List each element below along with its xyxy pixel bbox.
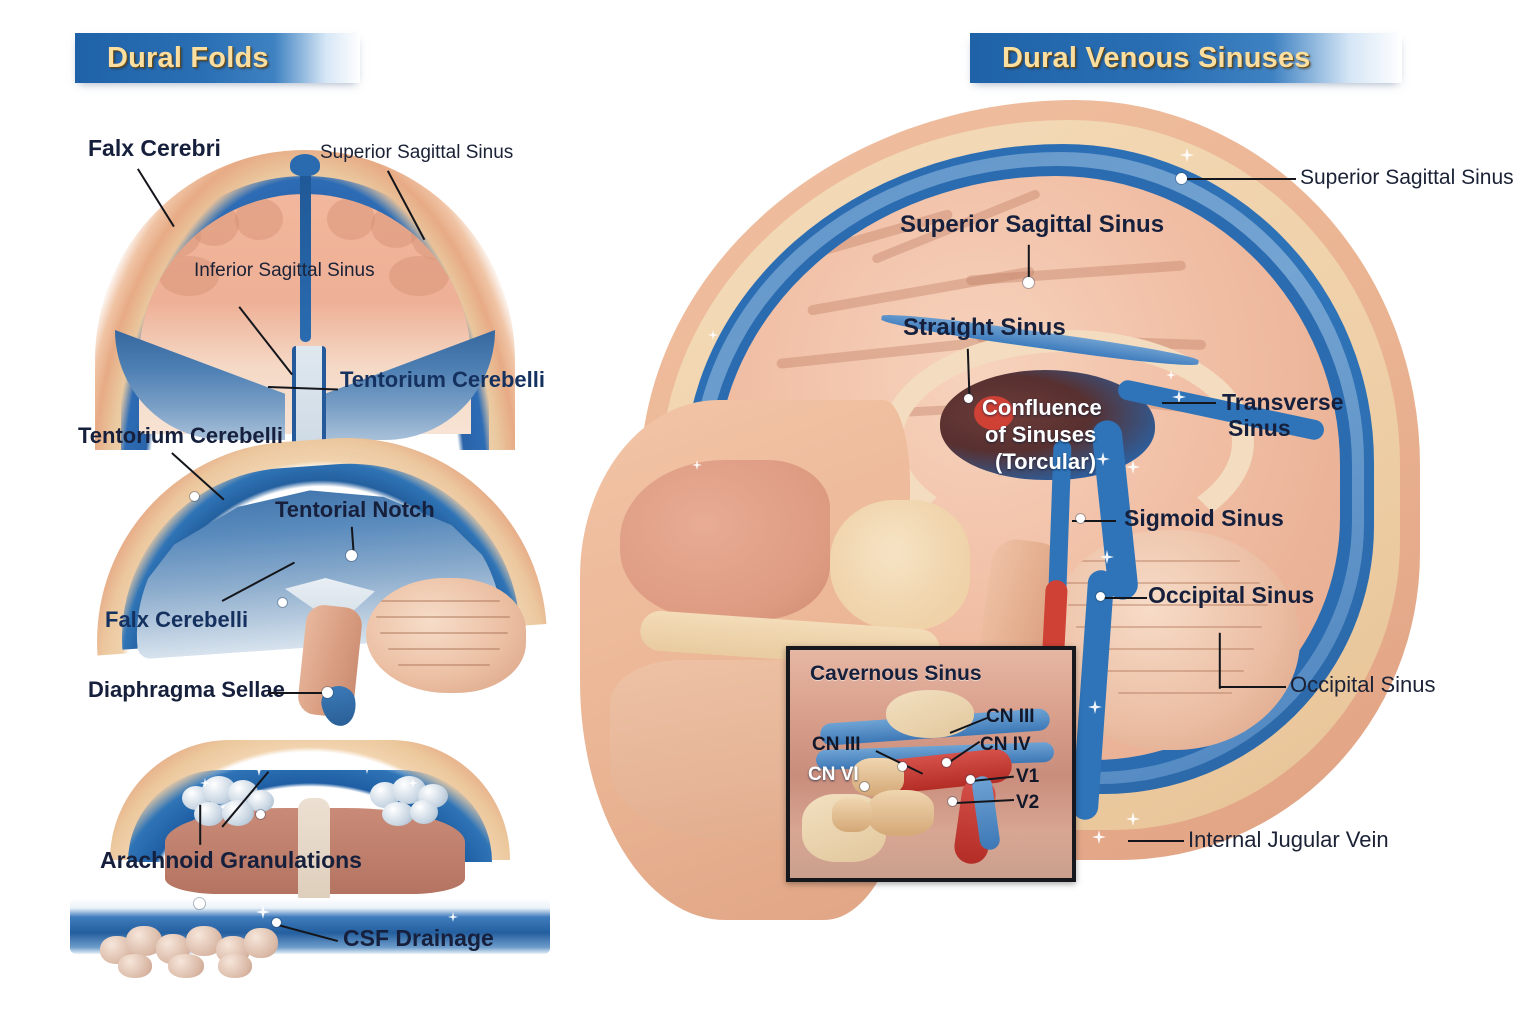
label-confluence-line3: (Torcular) xyxy=(995,449,1097,474)
inset-label-v2: V2 xyxy=(1016,792,1040,813)
marker-tentorial-notch xyxy=(346,550,357,561)
leader-internal-jugular-vein xyxy=(1128,840,1184,842)
inset-marker-cn3-left xyxy=(898,762,907,771)
label-transverse-sinus-line2: Sinus xyxy=(1228,415,1291,441)
label-superior-sagittal-sinus: Superior Sagittal Sinus xyxy=(320,142,514,163)
marker-granulation-tip xyxy=(256,810,265,819)
nasal-cavity xyxy=(620,460,830,620)
inset-marker-v2 xyxy=(948,797,957,806)
marker-straight-sinus xyxy=(964,394,973,403)
banner-dural-folds: Dural Folds xyxy=(75,33,360,83)
arachnoid-villi-cluster xyxy=(100,922,290,978)
marker-arachnoid-granulations xyxy=(194,898,205,909)
label-tentorium-cerebelli-fig2: Tentorium Cerebelli xyxy=(78,423,283,448)
label-diaphragma-sellae: Diaphragma Sellae xyxy=(88,677,285,702)
leader-superior-sagittal-sinus-outer xyxy=(1186,178,1296,180)
leader-superior-sagittal-sinus-inner xyxy=(1028,244,1030,281)
cerebellum-fig2 xyxy=(366,578,526,693)
marker-falx-cerebelli xyxy=(278,598,287,607)
figure-arachnoid-granulations xyxy=(70,740,550,980)
flow-marker xyxy=(692,460,702,470)
label-csf-drainage: CSF Drainage xyxy=(343,925,494,951)
leader-transverse-sinus xyxy=(1162,402,1216,404)
label-occipital-sinus: Occipital Sinus xyxy=(1148,582,1315,608)
flow-marker xyxy=(200,778,210,788)
leader-diaphragma-sellae xyxy=(268,692,326,694)
inset-cn6-nerve xyxy=(832,798,872,832)
marker-superior-sagittal-sinus-inner xyxy=(1023,277,1034,288)
flow-marker xyxy=(708,330,718,340)
label-sigmoid-sinus: Sigmoid Sinus xyxy=(1124,505,1284,531)
inset-pituitary xyxy=(886,690,974,738)
sphenoid-sinus xyxy=(830,500,970,630)
figure-coronal-dural-folds xyxy=(95,150,515,454)
marker-superior-sagittal-sinus-outer xyxy=(1176,173,1187,184)
flow-marker xyxy=(408,778,418,788)
marker-diaphragma-sellae xyxy=(322,687,333,698)
leader-occipital-sinus-lower-vert xyxy=(1219,632,1221,689)
label-falx-cerebelli: Falx Cerebelli xyxy=(105,607,249,632)
label-straight-sinus: Straight Sinus xyxy=(903,314,1066,341)
falx-fig3 xyxy=(298,798,330,908)
banner-dural-folds-label: Dural Folds xyxy=(107,41,269,74)
inset-marker-cn6 xyxy=(860,782,869,791)
label-confluence-line2: of Sinuses xyxy=(985,422,1097,447)
leader-occipital-sinus-lower xyxy=(1220,686,1286,688)
marker-csf-drainage xyxy=(272,918,281,927)
leader-sigmoid-sinus xyxy=(1072,520,1116,522)
inset-label-cn3-right: CN III xyxy=(986,706,1035,727)
leader-occipital-sinus xyxy=(1103,597,1147,599)
inset-marker-cn4 xyxy=(942,758,951,767)
inset-label-cn3-left: CN III xyxy=(812,734,861,755)
label-falx-cerebri: Falx Cerebri xyxy=(88,135,221,161)
label-tentorial-notch: Tentorial Notch xyxy=(275,497,435,522)
superior-sagittal-sinus-lumen xyxy=(290,154,320,176)
marker-tentorium-cerebelli-fig2 xyxy=(190,492,199,501)
figure-tentorium-oblique xyxy=(83,424,547,729)
label-inferior-sagittal-sinus: Inferior Sagittal Sinus xyxy=(194,260,375,281)
label-internal-jugular-vein: Internal Jugular Vein xyxy=(1188,827,1389,852)
inset-label-cn4: CN IV xyxy=(980,734,1031,755)
inset-cn5-ganglion xyxy=(868,790,934,836)
marker-occipital-sinus xyxy=(1096,592,1105,601)
label-superior-sagittal-sinus-outer: Superior Sagittal Sinus xyxy=(1300,166,1514,189)
inset-marker-v1 xyxy=(966,775,975,784)
marker-sigmoid-sinus xyxy=(1076,514,1085,523)
label-confluence-line1: Confluence xyxy=(982,395,1102,420)
inset-title-cavernous-sinus: Cavernous Sinus xyxy=(810,662,982,685)
label-transverse-sinus-line1: Transverse xyxy=(1222,389,1344,415)
basilar-artery xyxy=(974,396,1014,430)
falx-inferior-margin xyxy=(292,346,326,454)
inset-label-v1: V1 xyxy=(1016,766,1040,787)
leader-arachnoid-granulations-down xyxy=(199,804,201,845)
label-superior-sagittal-sinus-inner: Superior Sagittal Sinus xyxy=(900,211,1165,238)
flow-marker xyxy=(448,912,458,922)
label-occipital-sinus-lower: Occipital Sinus xyxy=(1290,672,1436,697)
inset-cavernous-sinus: Cavernous Sinus CN III CN III CN IV CN V… xyxy=(786,646,1076,882)
banner-dural-venous-sinuses-label: Dural Venous Sinuses xyxy=(1002,41,1311,74)
banner-dural-venous-sinuses: Dural Venous Sinuses xyxy=(970,33,1402,83)
label-tentorium-cerebelli-fig1: Tentorium Cerebelli xyxy=(340,367,545,392)
flow-marker xyxy=(1166,370,1176,380)
label-arachnoid-granulations: Arachnoid Granulations xyxy=(100,847,362,873)
inset-label-cn6: CN VI xyxy=(808,764,859,785)
falx-cerebri-structure xyxy=(300,162,311,342)
